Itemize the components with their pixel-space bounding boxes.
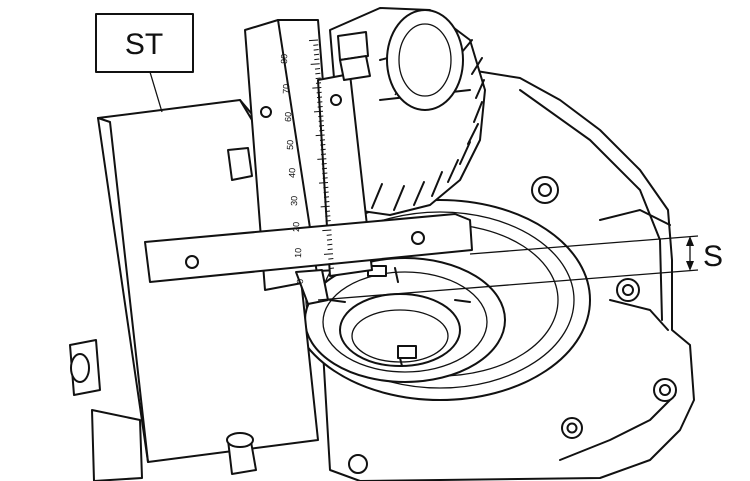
scale-tick <box>325 215 331 217</box>
scale-tick <box>318 182 329 184</box>
scale-number-10: 10 <box>293 248 303 258</box>
scale-tick <box>320 205 330 208</box>
scale-tick <box>317 106 323 108</box>
scale-tick <box>321 163 327 165</box>
scale-tick <box>326 239 333 241</box>
scale-tick <box>318 120 324 122</box>
scale-tick <box>322 177 328 179</box>
scale-tick <box>316 96 323 99</box>
scale-tick <box>323 186 329 189</box>
scale-tick <box>320 153 327 156</box>
gauge-scale-ticks <box>308 39 335 270</box>
scale-tick <box>321 167 328 170</box>
scale-tick <box>320 144 326 146</box>
scale-tick <box>324 210 331 213</box>
special-tool-label-box <box>95 13 194 73</box>
depth-gauge: 0 10 20 30 40 50 60 70 80 <box>144 19 473 305</box>
scale-tick <box>313 110 324 113</box>
scale-tick <box>328 267 335 270</box>
scale-number-30: 30 <box>289 196 299 206</box>
scale-tick <box>319 139 326 141</box>
scale-tick <box>313 53 320 56</box>
scale-number-20: 20 <box>291 222 301 232</box>
scale-tick <box>328 262 334 265</box>
scale-tick <box>325 224 332 227</box>
scale-tick <box>310 63 320 65</box>
scale-tick <box>323 196 330 198</box>
scale-tick <box>327 243 333 246</box>
scale-tick <box>317 101 323 103</box>
scale-tick <box>315 82 322 84</box>
scale-tick <box>320 148 326 151</box>
clearance-label: S <box>703 240 723 273</box>
scale-tick <box>319 129 325 132</box>
scale-tick <box>328 258 334 260</box>
scale-tick <box>308 39 319 42</box>
gauge-lock-screw <box>337 31 369 61</box>
gauge-scale-numbers: 0 10 20 30 40 50 60 70 80 <box>279 54 305 284</box>
scale-tick <box>323 191 329 194</box>
scale-number-80: 80 <box>279 54 289 64</box>
scale-tick <box>317 158 327 160</box>
scale-tick <box>315 134 325 137</box>
gauge-probe <box>295 269 329 305</box>
special-tool-label: ST <box>125 28 163 61</box>
scale-tick <box>318 125 325 127</box>
scale-tick <box>326 234 332 236</box>
scale-tick <box>327 248 333 251</box>
scale-tick <box>322 172 328 175</box>
scale-tick <box>323 253 334 255</box>
scale-tick <box>315 77 321 80</box>
scale-tick <box>313 49 319 51</box>
scale-tick <box>315 72 321 75</box>
scale-tick <box>322 229 332 232</box>
scale-tick <box>314 68 321 70</box>
scale-tick <box>314 58 320 61</box>
gauge-base <box>144 213 473 283</box>
scale-number-0: 0 <box>295 279 305 284</box>
scale-number-40: 40 <box>287 168 297 178</box>
scale-tick <box>312 87 322 89</box>
special-tool-callout: ST <box>95 13 194 113</box>
scale-number-50: 50 <box>285 140 295 150</box>
clearance-dimension: S <box>317 235 723 301</box>
scale-tick <box>316 91 322 94</box>
scale-number-60: 60 <box>283 112 293 122</box>
scale-tick <box>313 44 319 46</box>
scale-tick <box>318 115 324 118</box>
scale-tick <box>325 220 331 222</box>
scale-tick <box>324 201 330 203</box>
scale-number-70: 70 <box>281 84 291 94</box>
helical-gear <box>329 7 486 216</box>
